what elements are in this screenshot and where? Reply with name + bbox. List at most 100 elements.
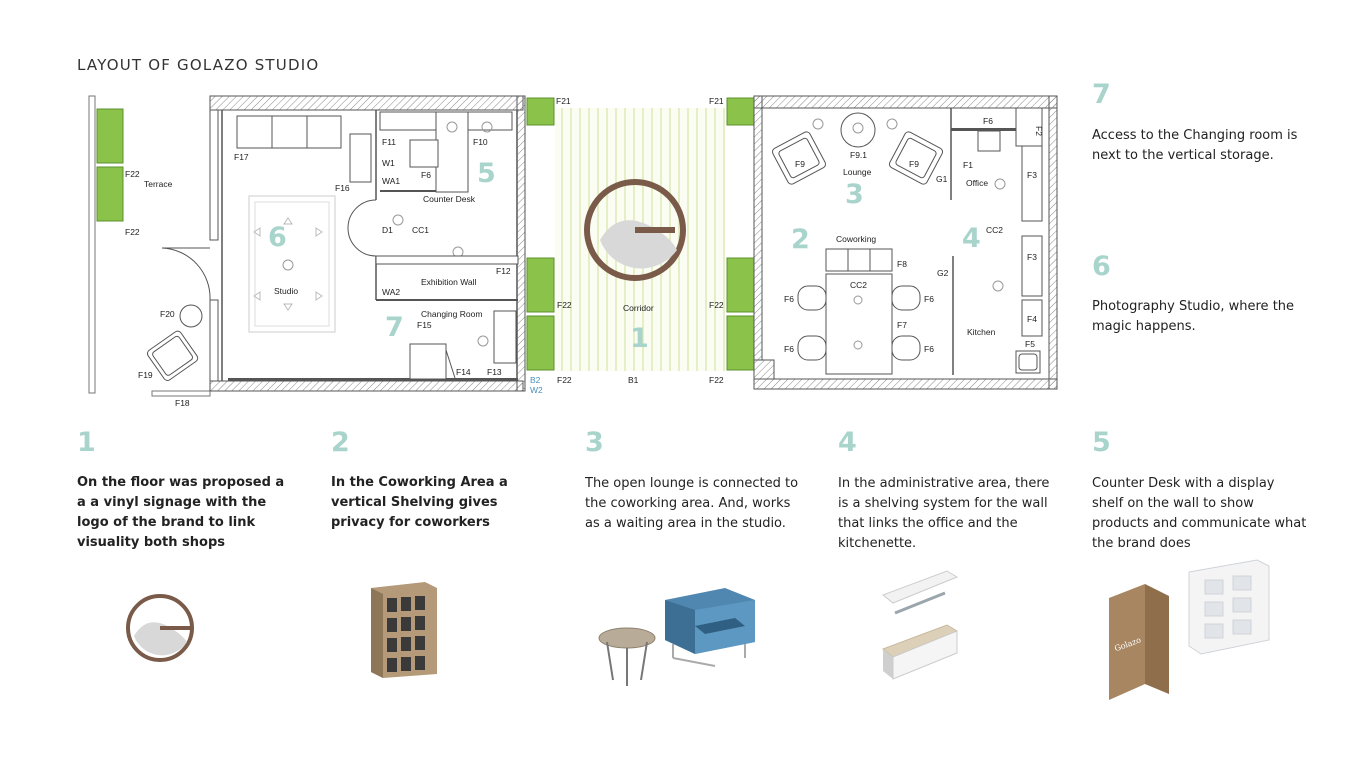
- label-f3: F3: [1027, 252, 1037, 262]
- label-w1: W1: [382, 158, 395, 168]
- note-3-text: The open lounge is connected to the cowo…: [585, 476, 799, 531]
- label-f6: F6: [924, 294, 934, 304]
- display-shelf-icon: Golazo: [1109, 559, 1270, 700]
- label-b2: B2: [530, 375, 541, 385]
- label-f18: F18: [175, 398, 190, 408]
- label-f6: F6: [784, 294, 794, 304]
- armchair-table-icon: [598, 588, 755, 686]
- label-f12: F12: [496, 266, 511, 276]
- label-lounge: Lounge: [843, 167, 872, 177]
- lounge-armchair: [888, 131, 944, 185]
- label-w2: W2: [530, 385, 543, 395]
- note-5-text: Counter Desk with a display shelf on the…: [1092, 476, 1307, 551]
- label-f3: F3: [1027, 170, 1037, 180]
- label-g2: G2: [937, 268, 949, 278]
- label-g1: G1: [936, 174, 948, 184]
- note-2-number: 2: [331, 427, 350, 458]
- label-f22: F22: [557, 375, 572, 385]
- label-f14: F14: [456, 367, 471, 377]
- office-building: F9 F9 F9.1 Lounge 3 F6 F2 F1 Office G1 F…: [753, 95, 1058, 390]
- label-f1: F1: [963, 160, 973, 170]
- plan-number-3: 3: [845, 179, 864, 210]
- plan-number-7: 7: [385, 312, 404, 343]
- page-title: LAYOUT OF GOLAZO STUDIO: [77, 56, 320, 74]
- label-f21: F21: [556, 96, 571, 106]
- vertical-storage: [493, 310, 517, 364]
- label-f9: F9: [909, 159, 919, 169]
- wall-shelving-icon: [882, 570, 959, 680]
- label-f11: F11: [382, 137, 396, 147]
- label-kitchen: Kitchen: [967, 327, 996, 337]
- label-exhibition-wall: Exhibition Wall: [421, 277, 477, 287]
- label-f6: F6: [784, 344, 794, 354]
- terrace-planter: [96, 166, 124, 222]
- label-studio: Studio: [274, 286, 298, 296]
- note-5-number: 5: [1092, 427, 1111, 458]
- label-b1: B1: [628, 375, 639, 385]
- exhibition-wall: [375, 255, 519, 265]
- label-wa1: WA1: [382, 176, 400, 186]
- label-terrace: Terrace: [144, 179, 173, 189]
- label-cc2: CC2: [850, 280, 867, 290]
- terrace-armchair: [146, 330, 199, 381]
- label-f6: F6: [421, 170, 431, 180]
- note-7-text: Access to the Changing room is next to t…: [1092, 128, 1298, 163]
- terrace-area: F22 Terrace F22 F20 F19 F18: [88, 95, 211, 408]
- terrace-planter: [96, 108, 124, 164]
- studio-sofa: [236, 115, 342, 149]
- label-f4: F4: [1027, 314, 1037, 324]
- label-f6: F6: [924, 344, 934, 354]
- label-f13: F13: [487, 367, 502, 377]
- label-corridor: Corridor: [623, 303, 654, 313]
- note-2-text: In the Coworking Area a vertical Shelvin…: [331, 475, 508, 530]
- plan-number-2: 2: [791, 224, 810, 255]
- note-6-text: Photography Studio, where the magic happ…: [1092, 299, 1295, 334]
- lounge-table: [840, 112, 876, 148]
- label-f22: F22: [709, 300, 724, 310]
- corridor-area: F21 F21 F22 F22 F22 F22 B1 B2 W2 Corrido…: [526, 96, 755, 395]
- kitchen-sink: [1015, 350, 1041, 374]
- label-wa2: WA2: [382, 287, 400, 297]
- logo-icon: [126, 594, 194, 662]
- label-f22: F22: [557, 300, 572, 310]
- label-f5: F5: [1025, 339, 1035, 349]
- lounge-armchair: [771, 131, 827, 185]
- label-d1: D1: [382, 225, 393, 235]
- studio-shelf: [349, 133, 372, 183]
- label-f21: F21: [709, 96, 724, 106]
- shelving-icon: [371, 582, 437, 678]
- label-f9-1: F9.1: [850, 150, 867, 160]
- label-counter-desk: Counter Desk: [423, 194, 476, 204]
- label-coworking: Coworking: [836, 234, 876, 244]
- label-f2: F2: [1034, 126, 1044, 136]
- label-cc2: CC2: [986, 225, 1003, 235]
- note-6-number: 6: [1092, 251, 1111, 282]
- terrace-table: [179, 304, 203, 328]
- label-f8: F8: [897, 259, 907, 269]
- coworking-shelving: [825, 248, 893, 272]
- label-cc1: CC1: [412, 225, 429, 235]
- label-f9: F9: [795, 159, 805, 169]
- label-changing-room: Changing Room: [421, 309, 482, 319]
- floor-logo-icon: [584, 179, 686, 281]
- label-f15: F15: [417, 320, 432, 330]
- studio-building: F17 F16 Studio 6 D1 F11 W1 WA1 F10 F6 5 …: [209, 95, 526, 392]
- label-f6: F6: [983, 116, 993, 126]
- floor-plan: F22 Terrace F22 F20 F19 F18 F17 F16: [88, 95, 1058, 408]
- plan-number-1: 1: [630, 323, 649, 354]
- coworking-table: [825, 273, 893, 375]
- label-f7: F7: [897, 320, 907, 330]
- label-f16: F16: [335, 183, 350, 193]
- label-f22: F22: [125, 227, 140, 237]
- label-f17: F17: [234, 152, 249, 162]
- label-f22: F22: [125, 169, 140, 179]
- note-4-number: 4: [838, 427, 857, 458]
- label-f19: F19: [138, 370, 153, 380]
- counter-desk: [435, 111, 469, 193]
- studio-backdrop: [248, 195, 336, 333]
- label-f10: F10: [473, 137, 488, 147]
- note-7-number: 7: [1092, 79, 1111, 110]
- note-4-text: In the administrative area, there is a s…: [838, 476, 1050, 551]
- note-3-number: 3: [585, 427, 604, 458]
- changing-cabin: [409, 343, 447, 380]
